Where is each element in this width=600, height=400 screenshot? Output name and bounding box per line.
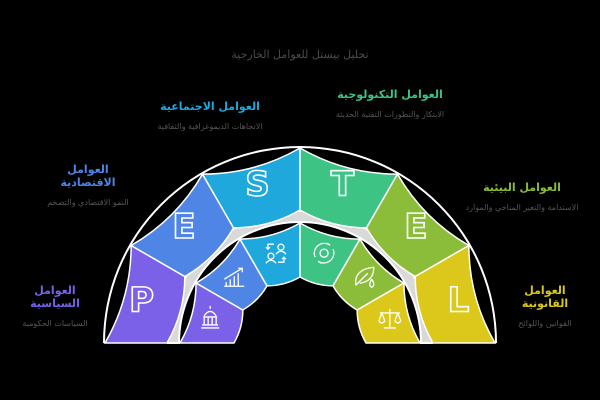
segment-letter: E bbox=[172, 207, 195, 247]
scales-icon bbox=[378, 308, 402, 329]
label-economic: العوامل الاقتصادية النمو الاقتصادي والتض… bbox=[47, 163, 129, 207]
segment-letter: T bbox=[331, 165, 355, 205]
label-political: العوامل السياسية السياسات الحكومية bbox=[22, 284, 88, 328]
segment-letter: P bbox=[129, 281, 154, 321]
gear-cycle-icon bbox=[313, 242, 335, 264]
label-legal: العوامل القانونية القوانين واللوائح bbox=[518, 284, 572, 328]
leaf-drop-icon bbox=[354, 266, 375, 288]
capitol-building-icon bbox=[201, 305, 220, 329]
people-exchange-icon bbox=[265, 243, 287, 264]
segment-letter: L bbox=[448, 281, 470, 321]
label-environmental: العوامل البيئية الاستدامة والتغير المناخ… bbox=[465, 181, 579, 212]
diagram-title: تحليل بيستل للعوامل الخارجية bbox=[231, 48, 369, 61]
label-social: العوامل الاجتماعية الاتجاهات الديموغرافي… bbox=[157, 100, 263, 131]
segment-letter: E bbox=[404, 207, 427, 247]
growth-chart-icon bbox=[223, 267, 245, 287]
label-technological: العوامل التكنولوجية الابتكار والتطورات ا… bbox=[335, 88, 445, 119]
segment-letter: S bbox=[245, 165, 270, 205]
outer-segment-5 bbox=[414, 244, 497, 344]
